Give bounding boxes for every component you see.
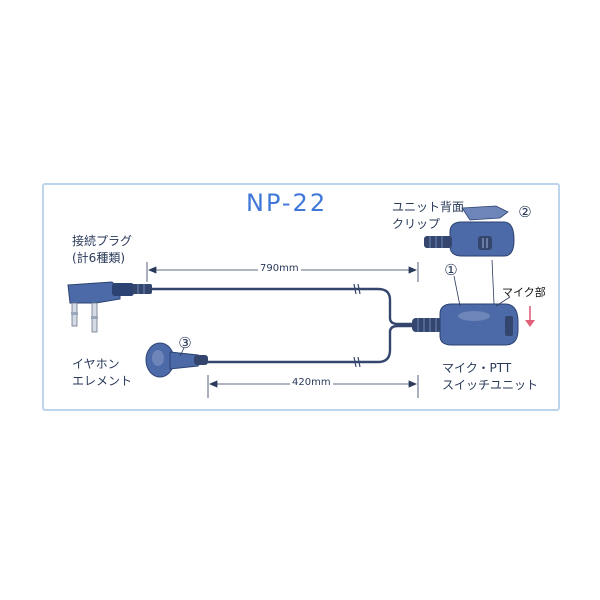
ptt-switch-unit (412, 303, 519, 346)
mic-part-label: マイク部 (502, 286, 546, 299)
callout-two: ② (518, 203, 532, 221)
clip-label-line2: クリップ (392, 217, 441, 231)
earphone-label-line2: エレメント (72, 374, 133, 388)
callout-three: ③ (178, 334, 192, 352)
plug-label-line1: 接続プラグ (72, 234, 133, 248)
main-cable (148, 287, 422, 364)
mic-arrow (525, 306, 535, 327)
plug-label-line2: (計6種類) (72, 251, 125, 265)
clip-unit (424, 205, 515, 257)
clip-label-line1: ユニット背面 (392, 200, 465, 214)
main-cable-length: 790mm (258, 263, 301, 274)
leader-lines (179, 259, 511, 357)
callout-one: ① (444, 261, 458, 279)
model-title: NP-22 (246, 189, 328, 217)
connector-plug (67, 281, 152, 333)
earphone-element (145, 342, 208, 378)
earphone-cable-length: 420mm (290, 377, 333, 388)
earphone-label-line1: イヤホン (72, 357, 120, 371)
diagram-frame (42, 183, 560, 411)
cable-break-marks (353, 283, 361, 368)
ptt-label-line1: マイク・PTT (442, 361, 512, 375)
ptt-label-line2: スイッチユニット (442, 378, 539, 392)
